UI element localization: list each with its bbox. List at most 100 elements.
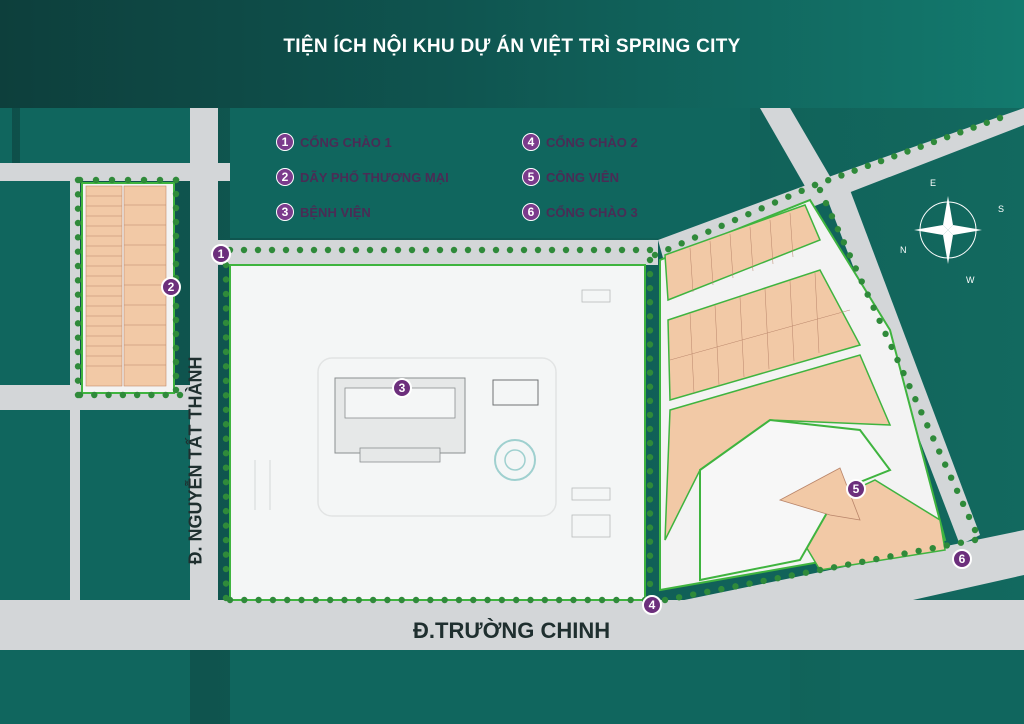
tree-marker	[917, 143, 924, 150]
tree-marker	[222, 305, 230, 312]
tree-marker	[498, 596, 506, 604]
marker-park[interactable]: 5	[846, 479, 866, 499]
tree-marker	[312, 596, 320, 604]
tree-marker	[74, 305, 82, 313]
tree-marker	[222, 450, 230, 457]
tree-marker	[76, 176, 84, 184]
tree-marker	[108, 176, 116, 184]
tree-marker	[172, 246, 180, 254]
legend-label-6: CỔNG CHÀO 3	[546, 204, 638, 220]
tree-marker	[882, 330, 889, 338]
tree-marker	[646, 538, 654, 545]
tree-marker	[646, 468, 654, 475]
tree-marker	[119, 391, 127, 399]
tree-marker	[646, 383, 654, 390]
legend-label-4: CỔNG CHÀO 2	[546, 134, 638, 150]
compass-rose	[914, 196, 982, 264]
tree-marker	[76, 391, 84, 399]
site-plan-map: E S W N	[0, 108, 1024, 724]
tree-marker	[366, 246, 374, 254]
tree-marker	[746, 580, 753, 587]
tree-marker	[646, 341, 654, 348]
tree-marker	[822, 199, 830, 207]
tree-marker	[222, 421, 230, 428]
tree-marker	[74, 291, 82, 298]
tree-marker	[912, 396, 919, 403]
tree-marker	[873, 555, 880, 563]
tree-marker	[222, 319, 230, 327]
tree-marker	[646, 284, 654, 292]
tree-marker	[604, 246, 612, 254]
legend-item-6: 6 CỔNG CHÀO 3	[522, 203, 638, 221]
tree-marker	[436, 246, 444, 254]
legend-label-1: CỔNG CHÀO 1	[300, 134, 392, 150]
tree-marker	[661, 596, 669, 604]
tree-marker	[412, 596, 420, 604]
tree-marker	[464, 246, 472, 254]
tree-marker	[240, 246, 248, 254]
tree-marker	[646, 425, 654, 433]
tree-marker	[172, 344, 180, 352]
tree-marker	[971, 526, 979, 534]
tree-marker	[92, 176, 100, 184]
tree-marker	[562, 246, 570, 254]
tree-marker	[222, 580, 230, 587]
tree-marker	[846, 252, 854, 259]
tree-marker	[506, 246, 514, 254]
tree-marker	[870, 304, 877, 311]
tree-marker	[584, 596, 591, 604]
tree-marker	[665, 245, 672, 253]
tree-marker	[172, 330, 180, 338]
tree-marker	[943, 542, 951, 549]
tree-marker	[957, 129, 964, 136]
tree-marker	[598, 596, 606, 604]
tree-marker	[811, 181, 819, 189]
tree-marker	[91, 391, 98, 399]
marker-hospital[interactable]: 3	[392, 378, 412, 398]
tree-marker	[298, 596, 305, 604]
marker-gate-2[interactable]: 4	[642, 595, 662, 615]
tree-marker	[718, 222, 725, 230]
tree-marker	[455, 596, 463, 604]
tree-marker	[983, 119, 990, 126]
tree-marker	[541, 596, 549, 604]
tree-marker	[162, 391, 169, 399]
tree-marker	[355, 596, 362, 604]
tree-marker	[646, 246, 654, 254]
tree-marker	[148, 391, 155, 399]
tree-marker	[627, 596, 634, 604]
tree-marker	[222, 522, 230, 529]
tree-marker	[172, 176, 180, 184]
tree-marker	[858, 278, 865, 285]
legend-item-4: 4 CỔNG CHÀO 2	[522, 133, 638, 151]
tree-marker	[646, 482, 654, 489]
tree-marker	[646, 397, 654, 405]
tree-marker	[830, 564, 838, 571]
marker-gate-1[interactable]: 1	[211, 244, 231, 264]
tree-marker	[859, 558, 866, 566]
tree-marker	[971, 536, 979, 544]
tree-marker	[906, 382, 913, 390]
tree-marker	[427, 596, 434, 604]
tree-marker	[590, 246, 598, 254]
tree-marker	[675, 594, 683, 601]
tree-marker	[877, 157, 885, 165]
header: TIỆN ÍCH NỘI KHU DỰ ÁN VIỆT TRÌ SPRING C…	[0, 0, 1024, 108]
legend-label-5: CÔNG VIÊN	[546, 169, 619, 185]
tree-marker	[959, 500, 967, 508]
marker-commercial-street[interactable]: 2	[161, 277, 181, 297]
tree-marker	[172, 386, 180, 394]
tree-marker	[74, 277, 82, 284]
tree-marker	[936, 448, 943, 455]
legend-item-3: 3 BỆNH VIỆN	[276, 203, 371, 221]
tree-marker	[324, 246, 332, 254]
tree-marker	[222, 290, 230, 298]
tree-marker	[732, 583, 739, 590]
tree-marker	[618, 246, 626, 254]
tree-marker	[484, 596, 491, 604]
tree-marker	[222, 435, 230, 442]
marker-gate-3[interactable]: 6	[952, 549, 972, 569]
tree-marker	[646, 453, 654, 461]
tree-marker	[341, 596, 348, 604]
tree-marker	[646, 299, 654, 306]
